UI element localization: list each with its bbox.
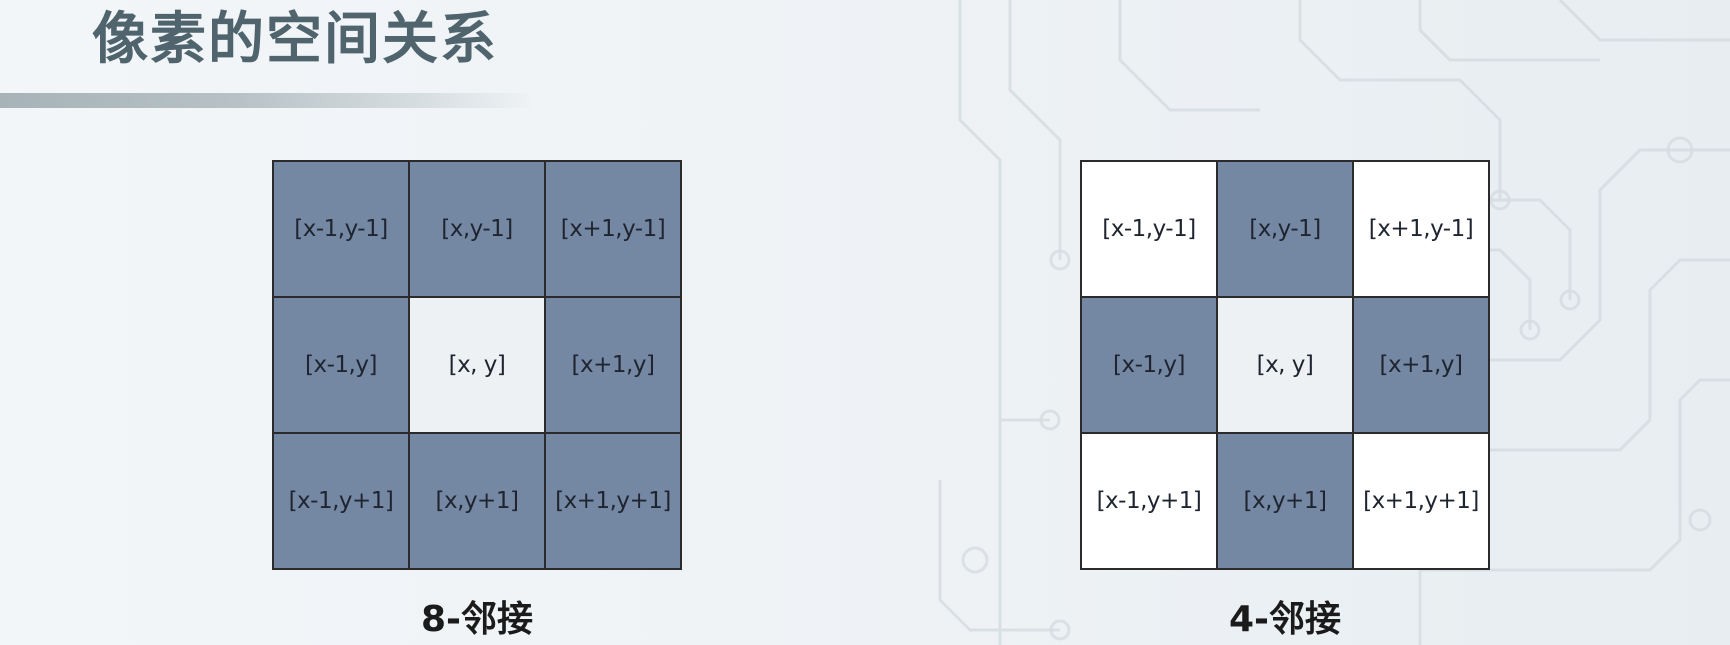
- grid-cell: [x+1,y]: [546, 298, 680, 432]
- grid-cell: [x+1,y-1]: [1354, 162, 1488, 296]
- grid-cell: [x-1,y]: [1082, 298, 1216, 432]
- grid-cell: [x+1,y+1]: [1354, 434, 1488, 568]
- four-adjacency-caption: 4-邻接: [1229, 599, 1341, 640]
- grid-cell: [x+1,y-1]: [546, 162, 680, 296]
- grid-cell: [x,y+1]: [1218, 434, 1352, 568]
- four-adjacency-grid: [x-1,y-1][x,y-1][x+1,y-1] [x-1,y][x, y][x…: [1080, 160, 1490, 570]
- grid-cell: [x-1,y-1]: [1082, 162, 1216, 296]
- grid-cell: [x-1,y+1]: [274, 434, 408, 568]
- eight-adjacency-caption: 8-邻接: [421, 599, 533, 640]
- grid-cell: [x, y]: [410, 298, 544, 432]
- grid-cell: [x,y-1]: [410, 162, 544, 296]
- title-underline-bar: [0, 93, 530, 108]
- eight-adjacency-grid: [x-1,y-1][x,y-1][x+1,y-1] [x-1,y][x, y][x…: [272, 160, 682, 570]
- grid-cell: [x-1,y-1]: [274, 162, 408, 296]
- grid-cell: [x-1,y+1]: [1082, 434, 1216, 568]
- grid-cell: [x+1,y+1]: [546, 434, 680, 568]
- grid-cell: [x-1,y]: [274, 298, 408, 432]
- grid-cell: [x+1,y]: [1354, 298, 1488, 432]
- grid-cell: [x,y-1]: [1218, 162, 1352, 296]
- slide-title: 像素的空间关系: [92, 7, 498, 72]
- grid-cell: [x,y+1]: [410, 434, 544, 568]
- grid-cell: [x, y]: [1218, 298, 1352, 432]
